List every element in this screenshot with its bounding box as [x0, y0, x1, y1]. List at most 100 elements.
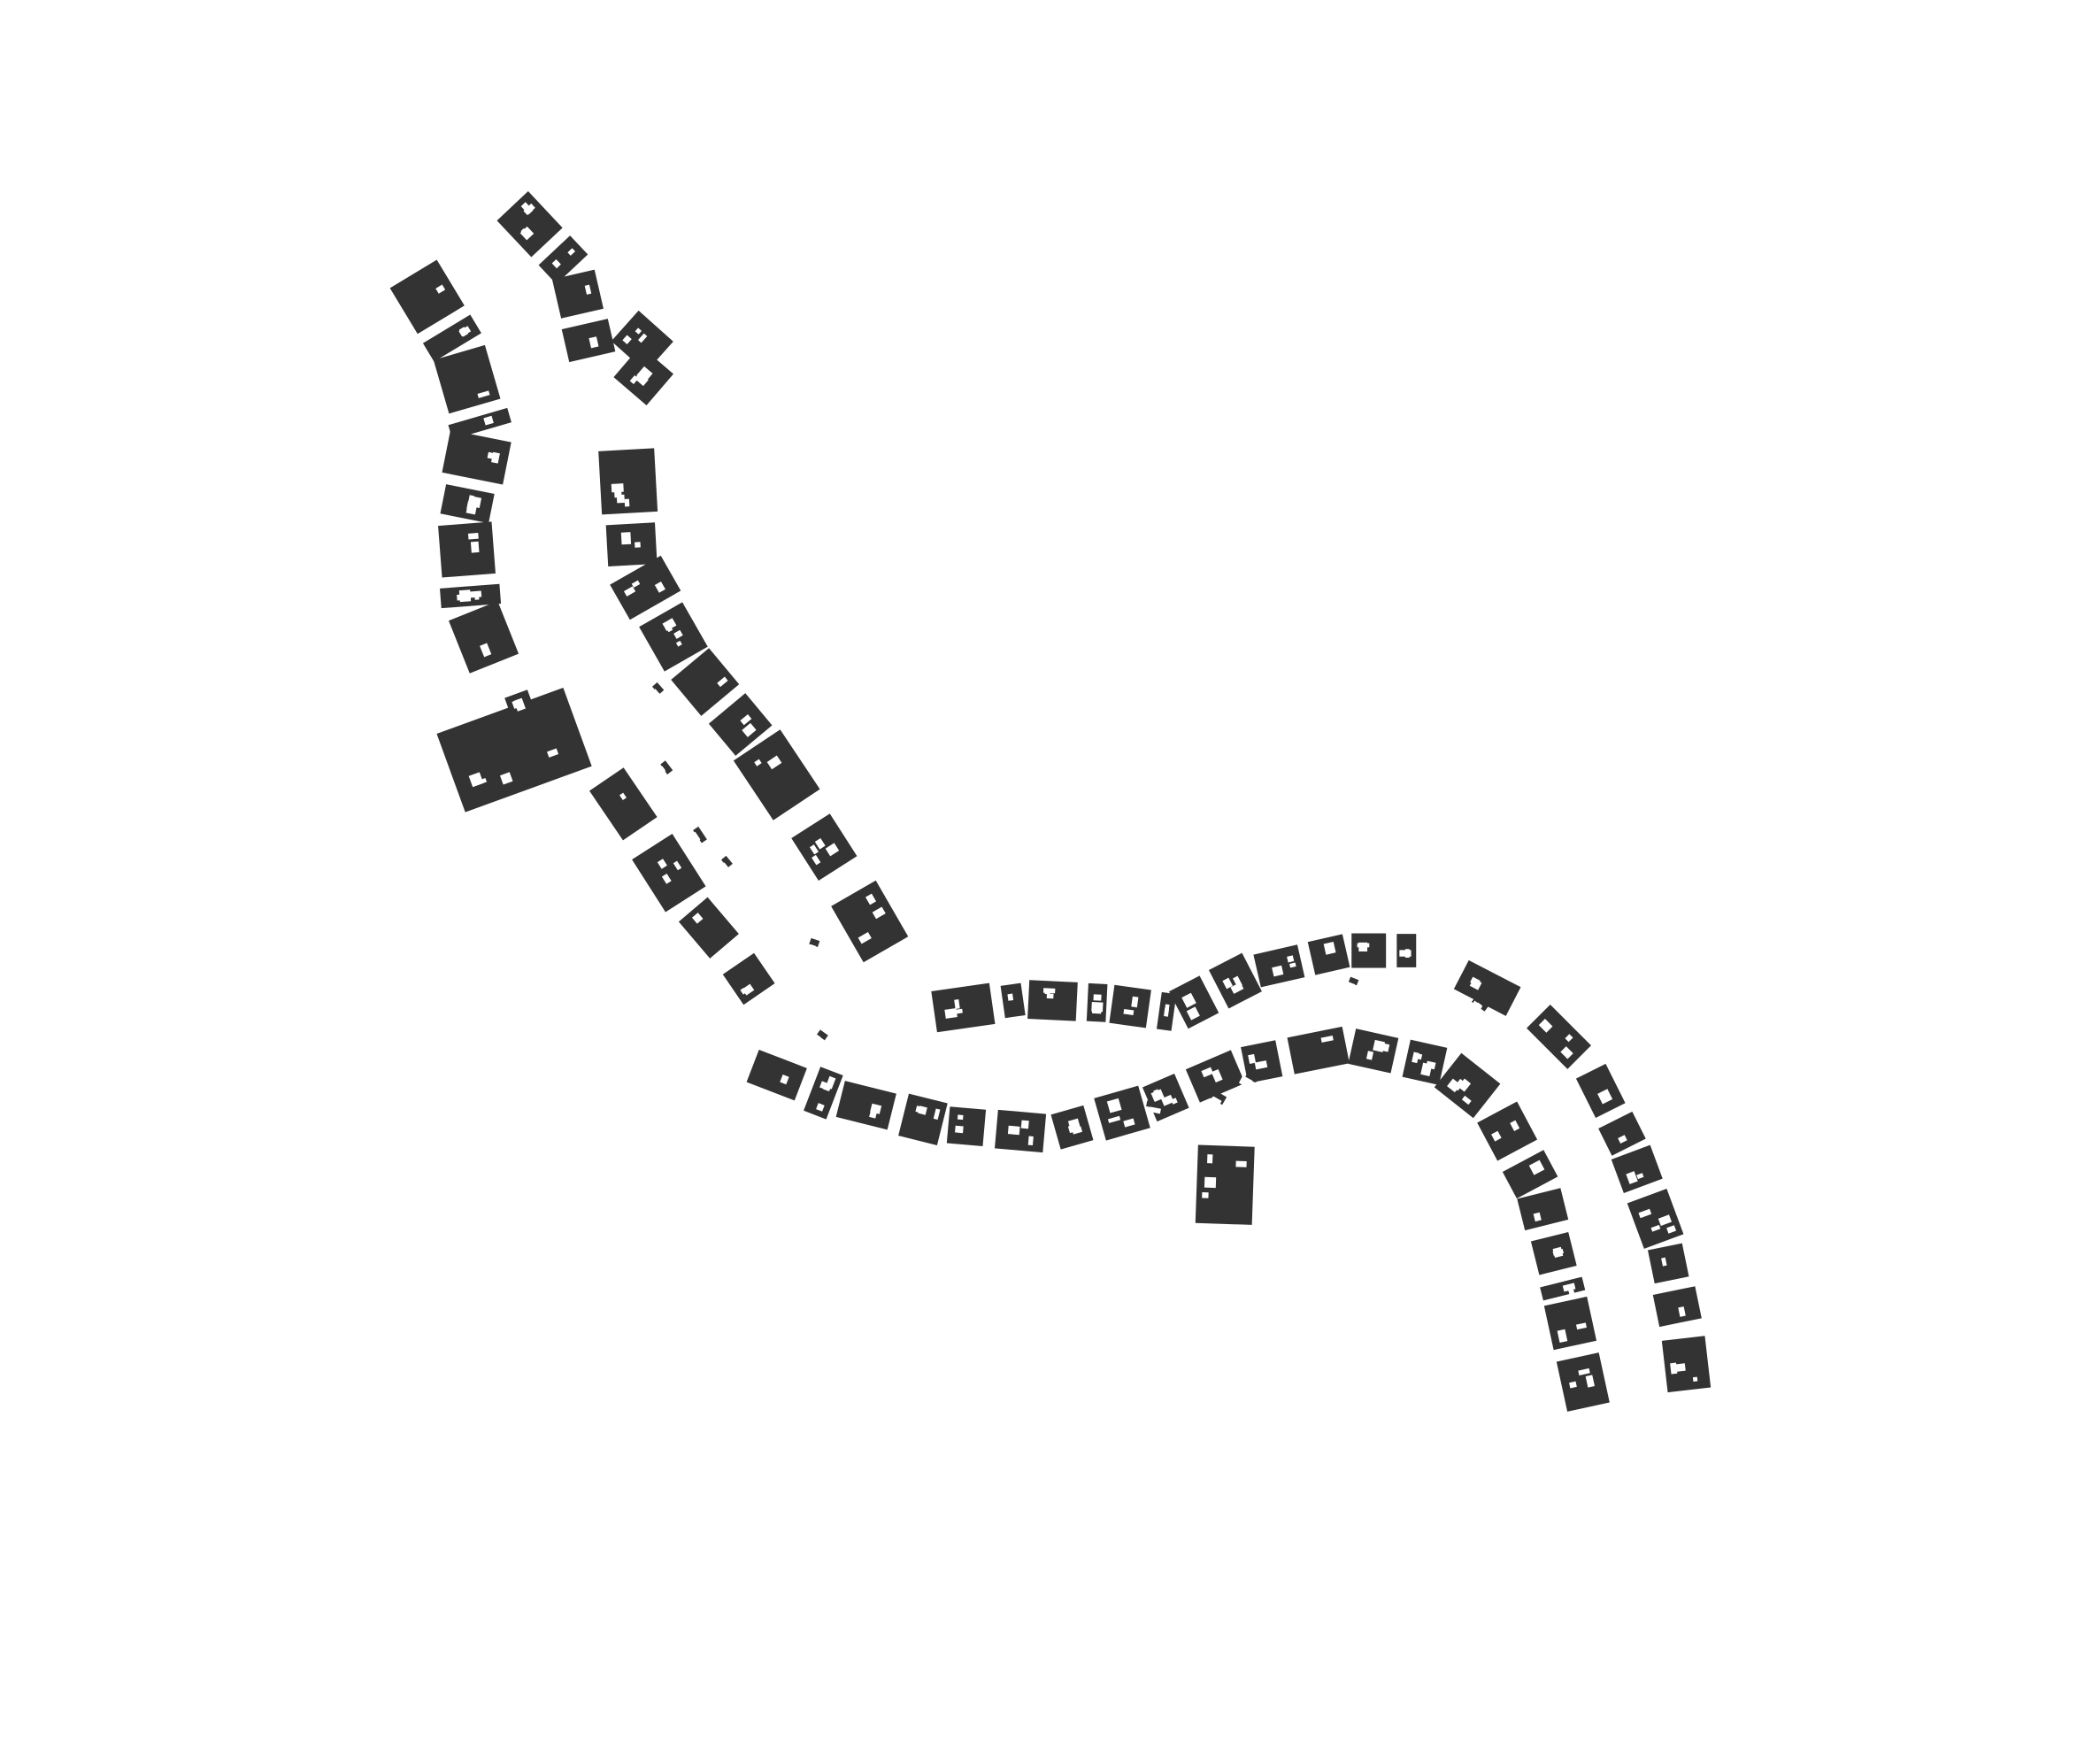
building-block: [1307, 934, 1350, 975]
courtyard: [1678, 1306, 1686, 1317]
courtyard: [1149, 1106, 1161, 1114]
building-block: [1402, 1039, 1448, 1085]
building-block: [831, 880, 909, 963]
courtyard: [1181, 992, 1196, 1008]
courtyard: [1658, 1214, 1673, 1227]
courtyard: [807, 944, 817, 957]
courtyard: [1578, 1367, 1590, 1375]
building-block: [448, 407, 512, 440]
building-block: [1468, 994, 1490, 1017]
courtyard: [1323, 941, 1336, 955]
courtyard: [1091, 1005, 1102, 1014]
building-block: [1094, 1085, 1150, 1141]
courtyard: [1569, 1381, 1577, 1389]
courtyard: [1350, 983, 1358, 991]
courtyard: [1207, 1154, 1213, 1164]
courtyard: [1472, 1002, 1483, 1013]
courtyard: [816, 1103, 825, 1112]
courtyard: [1692, 1376, 1698, 1382]
building-block: [995, 1109, 1047, 1153]
courtyard: [717, 676, 728, 688]
building-block: [1396, 934, 1417, 967]
courtyard: [1560, 1046, 1573, 1059]
courtyard: [1562, 1283, 1576, 1292]
courtyard: [1046, 993, 1054, 999]
courtyard: [631, 580, 641, 588]
building-block: [422, 314, 481, 362]
building-block: [791, 813, 858, 882]
courtyard: [811, 1035, 826, 1049]
building-block: [1517, 1188, 1569, 1231]
courtyard: [1666, 1225, 1677, 1234]
courtyard: [1533, 1212, 1542, 1222]
courtyard: [869, 1106, 879, 1119]
building-block: [1241, 1040, 1283, 1083]
courtyard: [1673, 1363, 1686, 1373]
courtyard: [465, 503, 478, 515]
courtyard: [468, 772, 484, 788]
building-block: [835, 1081, 896, 1130]
courtyard: [470, 541, 480, 553]
courtyard: [1202, 1192, 1209, 1198]
building-block: [931, 982, 996, 1033]
courtyard: [661, 873, 672, 884]
building-block: [1575, 1063, 1626, 1118]
courtyard: [957, 1114, 964, 1121]
building-block: [1477, 1101, 1538, 1161]
courtyard: [1626, 1171, 1638, 1184]
courtyard: [619, 792, 627, 801]
courtyard: [740, 987, 747, 995]
courtyard: [1209, 1096, 1220, 1106]
courtyard: [1538, 1019, 1553, 1033]
courtyard: [1552, 1249, 1564, 1256]
building-block: [496, 191, 563, 258]
courtyard: [740, 713, 752, 726]
building-block: [611, 310, 673, 373]
courtyard: [1211, 1068, 1223, 1083]
courtyard: [1106, 1098, 1122, 1113]
courtyard: [1248, 1053, 1257, 1064]
building-block: [613, 345, 673, 405]
building-block: [647, 682, 665, 705]
building-block: [1556, 1352, 1610, 1412]
building-block: [1598, 1111, 1646, 1156]
building-block: [1157, 991, 1177, 1031]
building-block: [946, 1106, 987, 1147]
building-block: [1648, 1243, 1689, 1284]
courtyard: [865, 893, 877, 905]
courtyard: [1067, 1118, 1081, 1133]
courtyard: [1638, 1208, 1652, 1219]
building-block: [1287, 1026, 1350, 1075]
building-block: [687, 826, 707, 845]
courtyard: [547, 748, 559, 758]
courtyard: [687, 832, 701, 845]
courtyard: [944, 1008, 958, 1019]
courtyard: [1235, 1160, 1247, 1167]
courtyard: [1241, 1077, 1252, 1090]
courtyard: [469, 590, 482, 598]
courtyard: [1027, 1136, 1034, 1146]
courtyard: [624, 498, 630, 507]
building-block: [678, 897, 739, 959]
building-block: [1351, 933, 1387, 968]
courtyard: [780, 1074, 789, 1085]
courtyard: [1557, 1329, 1568, 1343]
building-block: [1661, 1336, 1712, 1393]
courtyard: [1320, 1036, 1334, 1043]
building-block: [538, 235, 588, 284]
courtyard: [656, 766, 665, 774]
building-block: [440, 583, 502, 609]
courtyard: [819, 1081, 832, 1091]
courtyard: [654, 581, 665, 593]
building-block: [1502, 1150, 1558, 1199]
courtyard: [1491, 1130, 1502, 1142]
courtyard: [1254, 1060, 1268, 1070]
courtyard: [872, 906, 886, 920]
building-block: [639, 602, 708, 672]
courtyard: [1458, 1078, 1472, 1092]
courtyard: [1289, 962, 1296, 968]
courtyard: [933, 1108, 941, 1121]
building-block: [1652, 1286, 1702, 1328]
building-block: [389, 259, 465, 335]
building-block: [589, 767, 658, 841]
